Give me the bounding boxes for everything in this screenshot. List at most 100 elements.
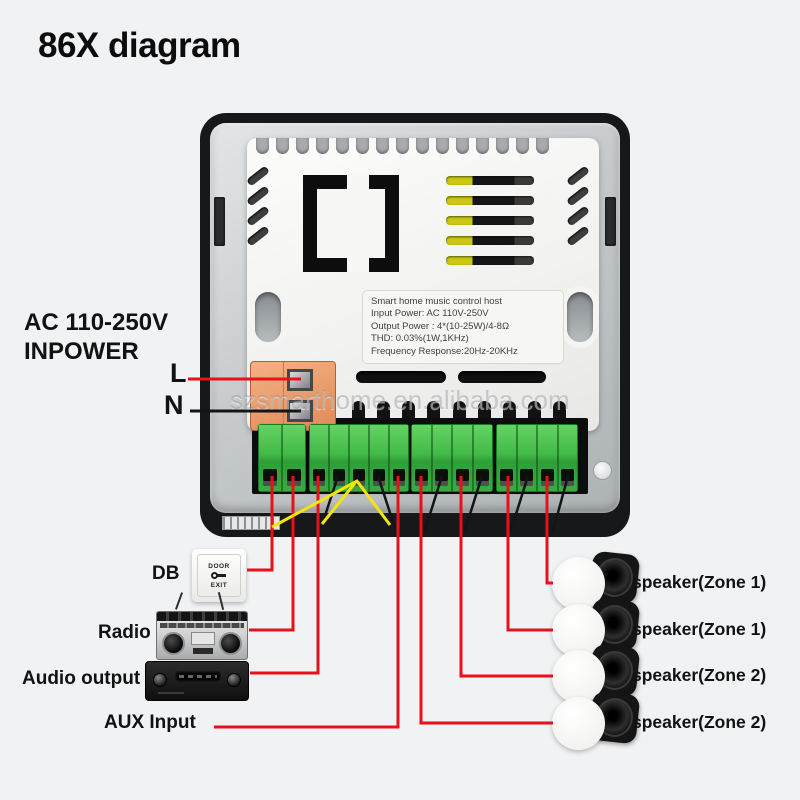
live-wire-label: L	[170, 358, 187, 388]
speaker-label: speaker(Zone 1)	[632, 619, 767, 639]
vent-notch	[316, 138, 329, 154]
radio-cassette-deck	[191, 632, 215, 645]
terminal-cell	[350, 425, 370, 491]
aux-input-label: AUX Input	[104, 712, 196, 733]
vent-notch	[536, 138, 549, 154]
terminal-cell	[310, 425, 330, 491]
terminal-cell	[330, 425, 350, 491]
spec-line: Smart home music control host	[371, 296, 502, 307]
vent-slit	[246, 185, 270, 207]
amplifier-display-text	[179, 675, 217, 678]
amplifier-image	[145, 661, 249, 701]
spec-line: Input Power: AC 110V-250V	[371, 308, 489, 320]
terminal-hole	[332, 469, 346, 486]
plate-slot-right	[605, 197, 616, 246]
vent-notch	[376, 138, 389, 154]
vent-slit	[566, 205, 590, 227]
terminal-hole	[262, 469, 278, 486]
terminal-cell	[538, 425, 559, 491]
vent-notch	[516, 138, 529, 154]
power-input-label: AC 110-250V INPOWER	[24, 308, 168, 366]
watermark-text: szsmarthome.en.alibaba.com	[230, 385, 570, 415]
power-input-line2: INPOWER	[24, 338, 139, 365]
plate-screw-hole	[593, 461, 612, 480]
amplifier-display	[175, 671, 221, 682]
terminal-cell	[412, 425, 433, 491]
right-vent-slots	[446, 176, 534, 265]
terminal-cell	[497, 425, 518, 491]
door-button-text-top: DOOR	[208, 562, 230, 570]
terminal-hole	[286, 469, 302, 486]
screw-oval-left	[255, 292, 281, 342]
vent-notch	[416, 138, 429, 154]
speaker-row-1: speaker(Zone 1)	[552, 550, 792, 611]
radio-buttons	[193, 648, 213, 654]
speaker-terminal-block-1	[258, 424, 306, 492]
vent-notch	[476, 138, 489, 154]
terminal-cell	[558, 425, 577, 491]
square-cutout	[303, 175, 399, 272]
vent-notch	[356, 138, 369, 154]
amplifier-knob-right	[227, 673, 241, 687]
signal-terminal-block	[309, 424, 409, 492]
vent-slot	[446, 256, 534, 265]
terminal-hole	[435, 469, 449, 486]
speaker-label: speaker(Zone 1)	[632, 572, 767, 592]
speaker-row-4: speaker(Zone 2)	[552, 690, 792, 751]
speaker-grille	[552, 697, 605, 750]
cutout-tab	[347, 257, 369, 272]
side-vent-slits-right	[566, 165, 590, 247]
terminal-hole	[414, 469, 428, 486]
vent-slot	[446, 196, 534, 205]
neutral-wire-label: N	[164, 390, 184, 420]
vent-slot	[446, 236, 534, 245]
speaker-terminal-block-zone1	[411, 424, 493, 492]
vent-notch	[436, 138, 449, 154]
vent-notch	[336, 138, 349, 154]
spec-line: Output Power : 4*(10-25W)/4-8Ω	[371, 320, 510, 332]
radio-image	[156, 592, 248, 660]
amplifier-button-row	[158, 692, 184, 694]
amplifier-knob-left	[153, 673, 167, 687]
spec-sticker: Smart home music control host Input Powe…	[362, 290, 564, 364]
radio-antenna	[174, 592, 184, 610]
vent-notch	[256, 138, 269, 154]
terminal-cell	[453, 425, 474, 491]
terminal-seam	[283, 362, 284, 430]
terminal-cell	[370, 425, 390, 491]
power-input-line1: AC 110-250V	[24, 309, 169, 336]
cutout-tab	[347, 175, 369, 190]
terminal-hole	[455, 469, 469, 486]
terminal-cell	[283, 425, 305, 491]
spec-line: Frequency Response:20Hz-20KHz	[371, 345, 518, 357]
plate-slot-left	[214, 197, 225, 246]
pcb-slot	[458, 371, 546, 383]
radio-body	[156, 611, 248, 660]
speaker-row-2: speaker(Zone 1)	[552, 597, 792, 658]
terminal-cell	[473, 425, 492, 491]
radio-handle	[157, 612, 247, 621]
spec-line: THD: 0.03%(1W,1KHz)	[371, 333, 469, 345]
terminal-hole	[499, 469, 513, 486]
vent-notch	[276, 138, 289, 154]
terminal-hole	[372, 469, 386, 486]
top-vent-comb	[256, 138, 549, 154]
terminal-hole	[312, 469, 326, 486]
radio-control-strip	[160, 623, 244, 628]
terminal-hole	[352, 469, 366, 486]
vent-notch	[496, 138, 509, 154]
power-terminal-block	[250, 361, 336, 431]
key-icon	[211, 571, 227, 580]
speaker-terminal-block-zone2	[496, 424, 578, 492]
vent-slit	[566, 185, 590, 207]
pcb-slot	[356, 371, 446, 383]
door-button-plate: DOOR EXIT	[197, 554, 241, 597]
vent-notch	[456, 138, 469, 154]
terminal-hole	[520, 469, 534, 486]
screw-oval-right	[567, 292, 593, 342]
serial-sticker	[222, 516, 280, 530]
door-button-text-bottom: EXIT	[210, 581, 228, 589]
terminal-hole	[540, 469, 554, 486]
radio-speaker-right	[219, 632, 242, 655]
speaker-row-3: speaker(Zone 2)	[552, 643, 792, 704]
